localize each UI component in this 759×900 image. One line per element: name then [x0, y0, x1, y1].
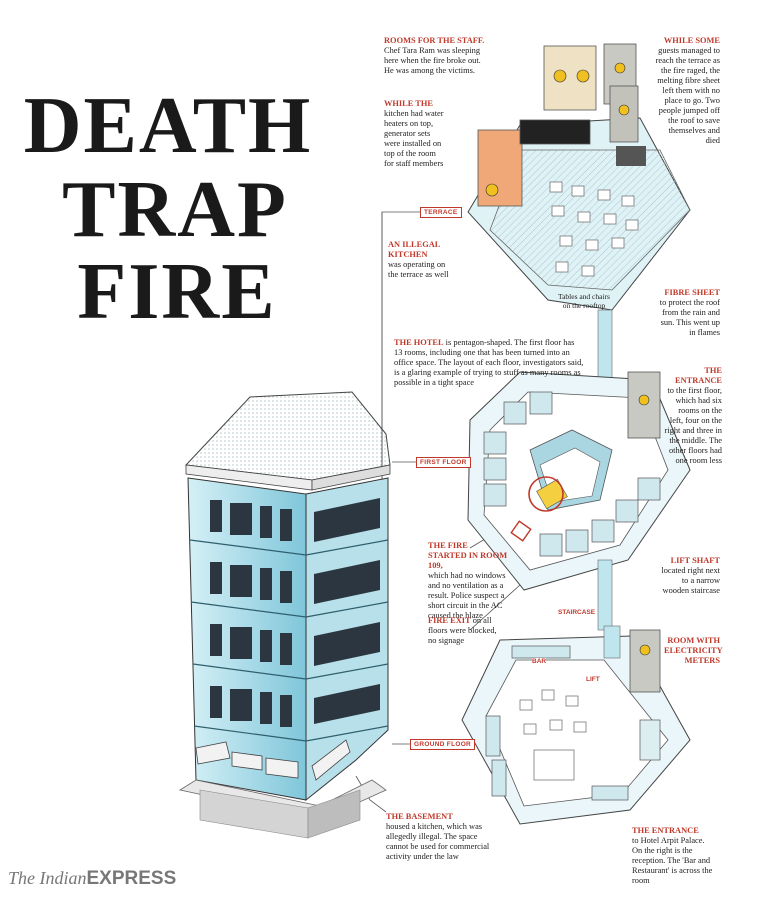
title-line-death: DEATH: [23, 82, 313, 170]
first-floor-tag: FIRST FLOOR: [416, 457, 471, 468]
bar-label: BAR: [532, 658, 547, 665]
annotation-body: guests managed to reach the terrace as t…: [655, 46, 720, 145]
annotation-illegal-kitchen: AN ILLEGAL KITCHEN was operating on the …: [388, 240, 454, 280]
annotation-body: which had no windows and no ventilation …: [428, 571, 506, 620]
ground-floor-tag: GROUND FLOOR: [410, 739, 476, 750]
annotation-body: kitchen had water heaters on top, genera…: [384, 109, 444, 168]
annotation-basement: THE BASEMENT housed a kitchen, which was…: [386, 812, 494, 862]
annotation-heading: THE ENTRANCE: [675, 366, 722, 385]
terrace-plan: [467, 43, 691, 381]
annotation-heading: WHILE THE: [384, 99, 433, 108]
annotation-heading: THE BASEMENT: [386, 812, 453, 821]
annotation-body: to the first floor, which had six rooms …: [664, 386, 722, 465]
terrace-tag: TERRACE: [420, 207, 462, 218]
annotation-heading: ROOM WITH ELECTRICITY METERS: [664, 636, 723, 665]
logo-part-1: The Indian: [8, 868, 87, 888]
first-floor-plan: [467, 371, 691, 631]
tables-chairs-label: Tables and chairs on the rooftop: [558, 292, 610, 310]
annotation-entrance-first: THE ENTRANCE to the first floor, which h…: [664, 366, 722, 466]
ground-floor-plan: [461, 625, 691, 825]
staircase-label: STAIRCASE: [558, 609, 596, 616]
annotation-electricity: ROOM WITH ELECTRICITY METERS: [664, 636, 723, 666]
annotation-heading: THE HOTEL: [394, 338, 444, 347]
annotation-body: to Hotel Arpit Palace. On the right is t…: [632, 836, 713, 885]
indian-express-logo: The IndianEXPRESS: [8, 868, 176, 890]
title-line-trap: TRAP: [62, 166, 288, 254]
annotation-body: was operating on the terrace as well: [388, 260, 449, 279]
annotation-body: to protect the roof from the rain and su…: [659, 298, 720, 337]
annotation-heading: AN ILLEGAL KITCHEN: [388, 240, 440, 259]
annotation-body: is pentagon-shaped. The first floor has …: [394, 338, 584, 387]
annotation-while-some: WHILE SOME guests managed to reach the t…: [654, 36, 720, 146]
logo-part-2: EXPRESS: [86, 868, 177, 889]
annotation-while-kitchen: WHILE THE kitchen had water heaters on t…: [384, 99, 444, 169]
annotation-heading: THE FIRE STARTED IN ROOM 109,: [428, 541, 508, 570]
annotation-lift-shaft: LIFT SHAFT located right next to a narro…: [654, 556, 720, 596]
annotation-heading: ROOMS FOR THE STAFF.: [384, 36, 485, 45]
annotation-body: on all floors were blocked, no signage: [428, 616, 497, 645]
annotation-body: housed a kitchen, which was allegedly il…: [386, 822, 490, 861]
annotation-entrance-ground: THE ENTRANCE to Hotel Arpit Palace. On t…: [632, 826, 714, 886]
annotation-hotel: THE HOTEL is pentagon-shaped. The first …: [394, 338, 584, 388]
annotation-body: located right next to a narrow wooden st…: [661, 566, 720, 595]
lift-label: LIFT: [586, 676, 600, 683]
annotation-rooms-staff: ROOMS FOR THE STAFF. Chef Tara Ram was s…: [384, 36, 488, 76]
annotation-heading: LIFT SHAFT: [670, 556, 720, 565]
annotation-fire-exit: FIRE EXIT on all floors were blocked, no…: [428, 616, 498, 646]
annotation-heading: THE ENTRANCE: [632, 826, 699, 835]
annotation-fibre-sheet: FIBRE SHEET to protect the roof from the…: [654, 288, 720, 338]
annotation-fire-started: THE FIRE STARTED IN ROOM 109, which had …: [428, 541, 508, 621]
annotation-heading: FIRE EXIT: [428, 616, 471, 625]
building-3d: [178, 391, 391, 839]
annotation-heading: FIBRE SHEET: [664, 288, 720, 297]
title-line-fire: FIRE: [77, 248, 277, 336]
annotation-heading: WHILE SOME: [663, 36, 720, 45]
annotation-body: Chef Tara Ram was sleeping here when the…: [384, 46, 481, 75]
